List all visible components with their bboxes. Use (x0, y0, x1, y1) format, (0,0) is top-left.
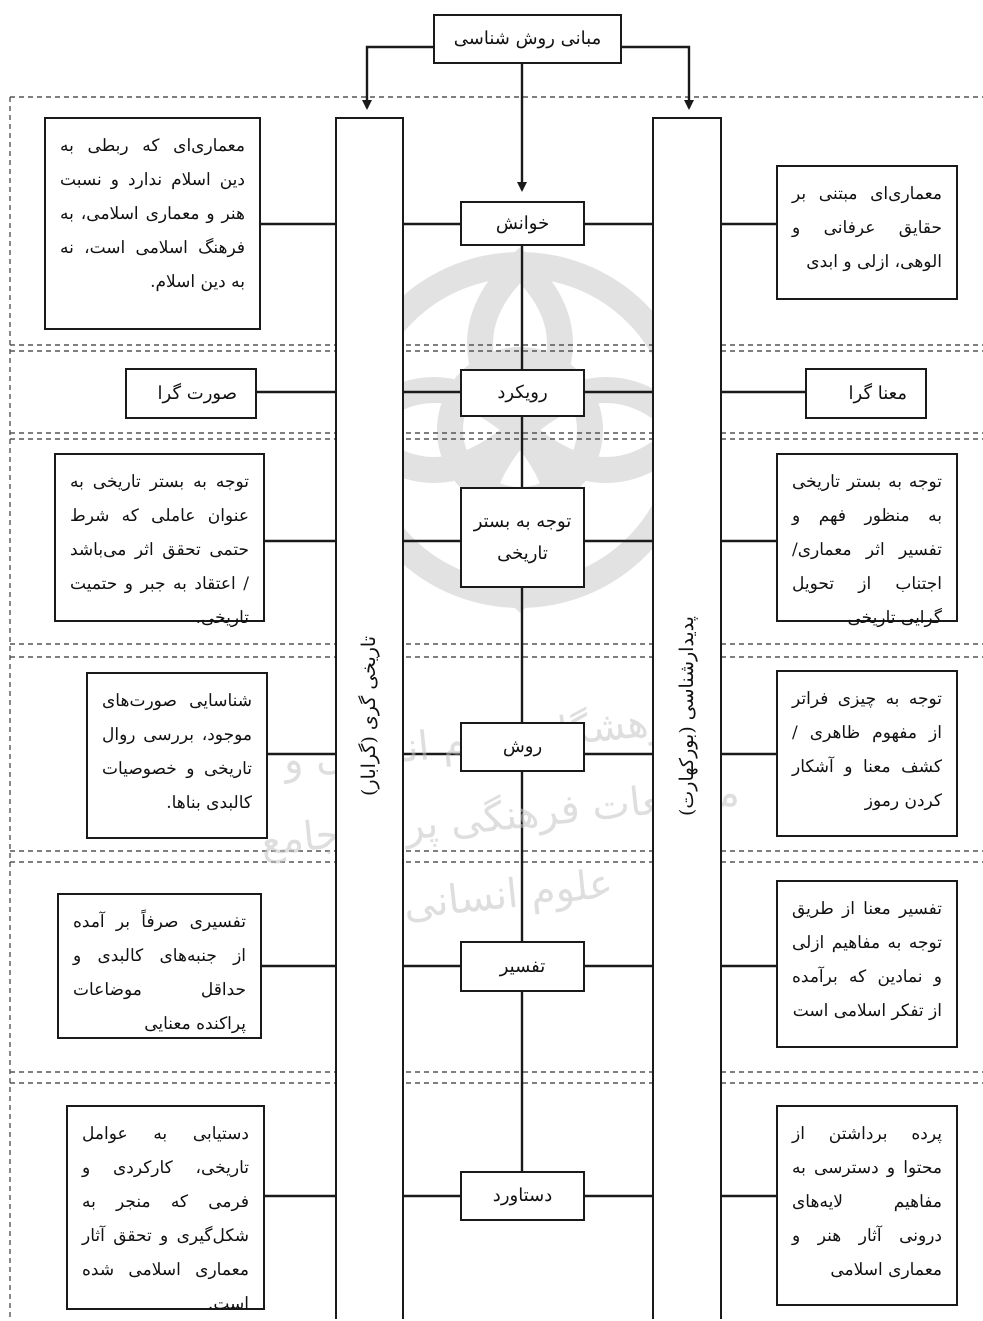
left-box-dastavard: دستیابی به عوامل تاریخی، کارکردی و فرمی … (66, 1105, 265, 1310)
left-box-bastar: توجه به بستر تاریخی به عنوان عاملی که شر… (54, 453, 265, 622)
root-connectors (367, 47, 689, 190)
center-box-khanesh: خوانش (460, 201, 585, 246)
right-box-rooykard: معنا گرا (805, 368, 927, 419)
left-box-tafsir: تفسیری صرفاً بر آمده از جنبه‌های کالبدی … (57, 893, 262, 1039)
center-box-dastavard: دستاورد (460, 1171, 585, 1221)
right-box-bastar: توجه به بستر تاریخی به منظور فهم و تفسیر… (776, 453, 958, 622)
center-box-bastar: توجه به بستر تاریخی (460, 487, 585, 588)
left-column-title: تاریخی گری (گرابار) (358, 616, 380, 816)
right-box-dastavard: پرده برداشتن از محتوا و دسترسی به مفاهیم… (776, 1105, 958, 1306)
right-box-ravesh: توجه به چیزی فراتر از مفهوم ظاهری / کشف … (776, 670, 958, 837)
right-column-title: پدیدارشناسی (بورکهارت) (676, 616, 698, 816)
center-box-ravesh: روش (460, 722, 585, 772)
left-box-khanesh: معماری‌ای که ربطی به دین اسلام ندارد و ن… (44, 117, 261, 330)
center-box-rooykard: رویکرد (460, 369, 585, 417)
right-box-khanesh: معماری‌ای مبتنی بر حقایق عرفانی و الوهی،… (776, 165, 958, 300)
center-box-tafsir: تفسیر (460, 941, 585, 992)
root-box: مبانی روش شناسی (433, 14, 622, 64)
right-box-tafsir: تفسیر معنا از طریق توجه به مفاهیم ازلی و… (776, 880, 958, 1048)
left-box-ravesh: شناسایی صورت‌های موجود، بررسی روال تاریخ… (86, 672, 268, 839)
left-box-rooykard: صورت گرا (125, 368, 257, 419)
